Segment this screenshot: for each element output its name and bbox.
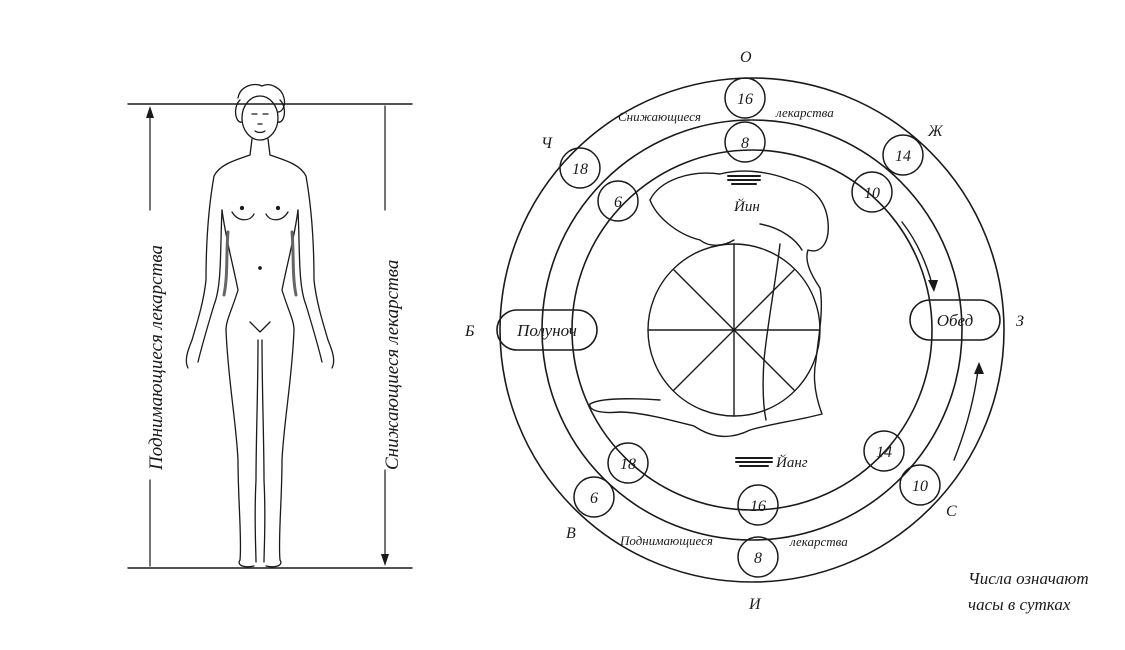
yang-label: Йанг — [775, 454, 808, 471]
legend-note-line-2: часы в сутках — [968, 592, 1118, 618]
hour-circle-upper-left-outer: 18 — [560, 148, 600, 188]
hour-circle-top-outer: 16 — [725, 78, 765, 118]
label-i: И — [748, 596, 762, 613]
svg-text:6: 6 — [614, 194, 622, 211]
label-o: О — [740, 49, 752, 66]
direction-arrows — [902, 222, 984, 460]
hour-circle-bottom-outer: 8 — [738, 537, 778, 577]
hour-circle-lower-left-inner: 18 — [608, 443, 648, 483]
lying-figure-drawing — [590, 171, 828, 466]
svg-text:18: 18 — [620, 456, 636, 473]
hour-circle-upper-right-outer: 14 — [883, 135, 923, 175]
svg-text:16: 16 — [750, 498, 766, 515]
legend-note-line-1: Числа означают — [968, 566, 1118, 592]
svg-text:10: 10 — [864, 185, 880, 202]
hour-circle-lower-right-inner: 14 — [864, 431, 904, 471]
hour-circle-upper-right-inner: 10 — [852, 172, 892, 212]
svg-text:18: 18 — [572, 161, 588, 178]
svg-text:16: 16 — [737, 91, 753, 108]
svg-text:14: 14 — [895, 148, 911, 165]
hour-circle-upper-left-inner: 6 — [598, 181, 638, 221]
height-markers — [128, 104, 412, 568]
standing-woman-figure — [186, 85, 333, 567]
hour-circle-bottom-inner: 16 — [738, 485, 778, 525]
svg-text:6: 6 — [590, 490, 598, 507]
svg-text:8: 8 — [741, 135, 749, 152]
hour-circle-lower-right-outer: 10 — [900, 465, 940, 505]
ring-caption-rising-2: лекарства — [789, 534, 848, 549]
hour-circle-top-inner: 8 — [725, 122, 765, 162]
legend-note: Числа означают часы в сутках — [968, 566, 1118, 618]
label-b: Б — [464, 323, 475, 340]
label-s: С — [946, 503, 957, 520]
svg-text:8: 8 — [754, 550, 762, 567]
yin-label: Йин — [733, 198, 760, 215]
ring-caption-falling: Снижающиеся — [618, 109, 701, 124]
label-ch: Ч — [541, 135, 553, 152]
midnight-box: Полуноч — [497, 310, 597, 350]
hour-circle-lower-left-outer: 6 — [574, 477, 614, 517]
rising-medicines-vertical-label: Поднимающиеся лекарства — [146, 245, 167, 471]
svg-text:14: 14 — [876, 444, 892, 461]
label-zh: Ж — [927, 123, 944, 140]
label-v: В — [566, 525, 576, 542]
lunch-box: Обед — [910, 300, 1000, 340]
lunch-label: Обед — [937, 311, 974, 330]
ring-caption-falling-2: лекарства — [775, 105, 834, 120]
midnight-label: Полуноч — [516, 321, 577, 340]
label-z: З — [1016, 313, 1024, 330]
falling-medicines-vertical-label: Снижающиеся лекарства — [382, 260, 403, 470]
svg-text:10: 10 — [912, 478, 928, 495]
ring-caption-rising: Поднимающиеся — [619, 533, 713, 548]
